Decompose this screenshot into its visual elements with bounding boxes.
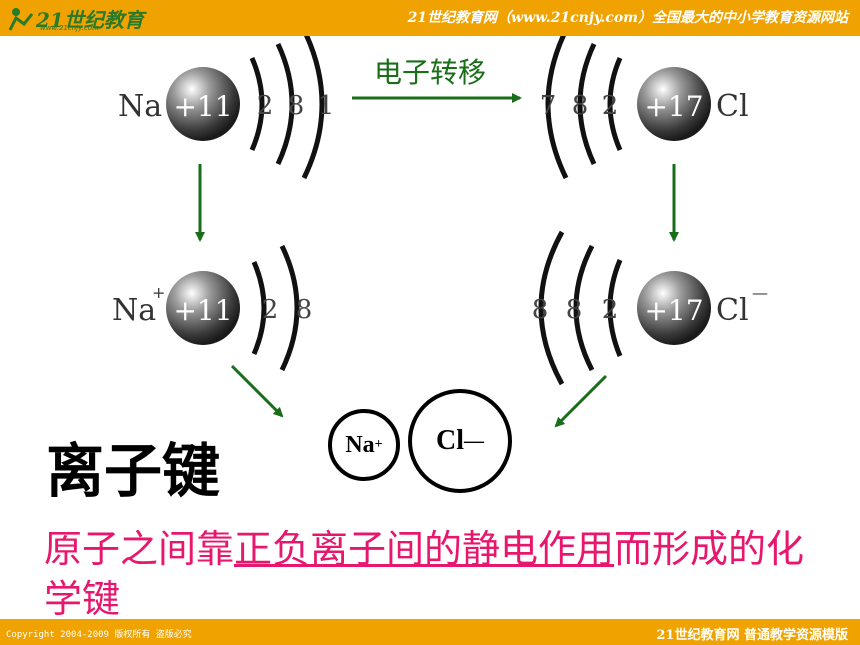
cl-ion: 8 8 2 +17 Cl —	[532, 230, 768, 386]
na-atom: Na +11 2 8 1	[118, 36, 335, 180]
na-atom-shell-1-count: 2	[257, 91, 274, 121]
cl-atom-nucleus-label: +17	[644, 90, 703, 123]
footer-bar	[0, 619, 860, 645]
cl-ion-shell-inner-count: 2	[602, 295, 619, 325]
cl-atom-shell-outer-count: 7	[540, 91, 557, 121]
slide-title: 离子键	[46, 437, 221, 505]
cl-atom-nucleus	[637, 67, 711, 141]
definition-text: 原子之间靠正负离子间的静电作用而形成的化学键	[44, 524, 834, 624]
na-ion-charge: +	[152, 283, 165, 302]
copyright-text: Copyright 2004-2009 版权所有 盗版必究	[6, 630, 192, 640]
logo-text: 21世纪教育	[36, 8, 144, 32]
na-ion-to-bond-arrow	[230, 364, 284, 418]
na-ion-shell-2-count: 8	[296, 295, 313, 325]
logo: 21世纪教育 www.21cnjy.com	[6, 4, 156, 34]
cl-ion-shell-mid-count: 8	[566, 295, 583, 325]
na-atom-shell-3	[301, 36, 325, 180]
na-ion-nucleus-label: +11	[173, 294, 232, 327]
na-plus-ion-circle: Na+	[328, 409, 400, 481]
electron-transfer-diagram: Na +11 2 8 1 电子转移 7 8 2 +17 Cl Na + +11 …	[112, 36, 768, 428]
na-ion-shell-1-count: 2	[262, 295, 279, 325]
na-ion-symbol: Na	[112, 293, 156, 328]
cl-atom: 7 8 2 +17 Cl	[540, 36, 749, 180]
cl-ion-shell-outer-count: 8	[532, 295, 549, 325]
pair-cl-symbol: Cl	[436, 425, 464, 456]
cl-ion-nucleus-label: +17	[644, 294, 703, 327]
cl-atom-shell-2	[577, 42, 597, 166]
na-atom-nucleus	[166, 67, 240, 141]
logo-url: www.21cnjy.com	[40, 24, 99, 32]
na-ion: Na + +11 2 8	[112, 244, 313, 372]
pair-na-charge: +	[374, 437, 383, 452]
na-ion-shell-2	[279, 244, 300, 372]
definition-part-2: 而形成的化学键	[44, 527, 805, 621]
cl-ion-symbol: Cl	[716, 293, 749, 328]
pair-cl-charge: —	[464, 429, 484, 452]
cl-atom-shell-mid-count: 8	[572, 91, 589, 121]
definition-underlined: 正负离子间的静电作用	[234, 527, 615, 571]
na-atom-shell-2-count: 8	[288, 91, 305, 121]
definition-part-1: 原子之间靠	[44, 527, 235, 571]
na-atom-shell-1	[249, 57, 265, 151]
cl-atom-shell-1	[607, 57, 623, 151]
cl-ion-to-bond-arrow	[554, 374, 608, 428]
transfer-label: 电子转移	[374, 56, 486, 89]
logo-icon	[8, 8, 34, 31]
cl-ion-shell-3	[538, 230, 565, 386]
cl-minus-ion-circle: Cl—	[408, 389, 512, 493]
cl-ion-nucleus	[637, 271, 711, 345]
na-ion-nucleus	[166, 271, 240, 345]
na-atom-symbol: Na	[118, 89, 162, 124]
header-bar	[0, 0, 860, 36]
cl-ion-charge: —	[752, 283, 768, 302]
na-atom-nucleus-label: +11	[173, 90, 232, 123]
cl-atom-symbol: Cl	[716, 89, 749, 124]
footer-right-text: 21世纪教育网 普通教学资源模版	[656, 628, 848, 643]
cl-ion-shell-1	[607, 259, 623, 357]
cl-ion-shell-2	[573, 244, 595, 372]
na-ion-shell-1	[251, 261, 267, 355]
na-atom-shell-2	[275, 42, 295, 166]
cl-atom-shell-inner-count: 2	[602, 91, 619, 121]
na-atom-shell-3-count: 1	[318, 91, 335, 121]
cl-atom-shell-3	[545, 36, 569, 180]
site-title: 21世纪教育网（www.21cnjy.com）全国最大的中小学教育资源网站	[407, 10, 848, 26]
pair-na-symbol: Na	[345, 431, 375, 458]
